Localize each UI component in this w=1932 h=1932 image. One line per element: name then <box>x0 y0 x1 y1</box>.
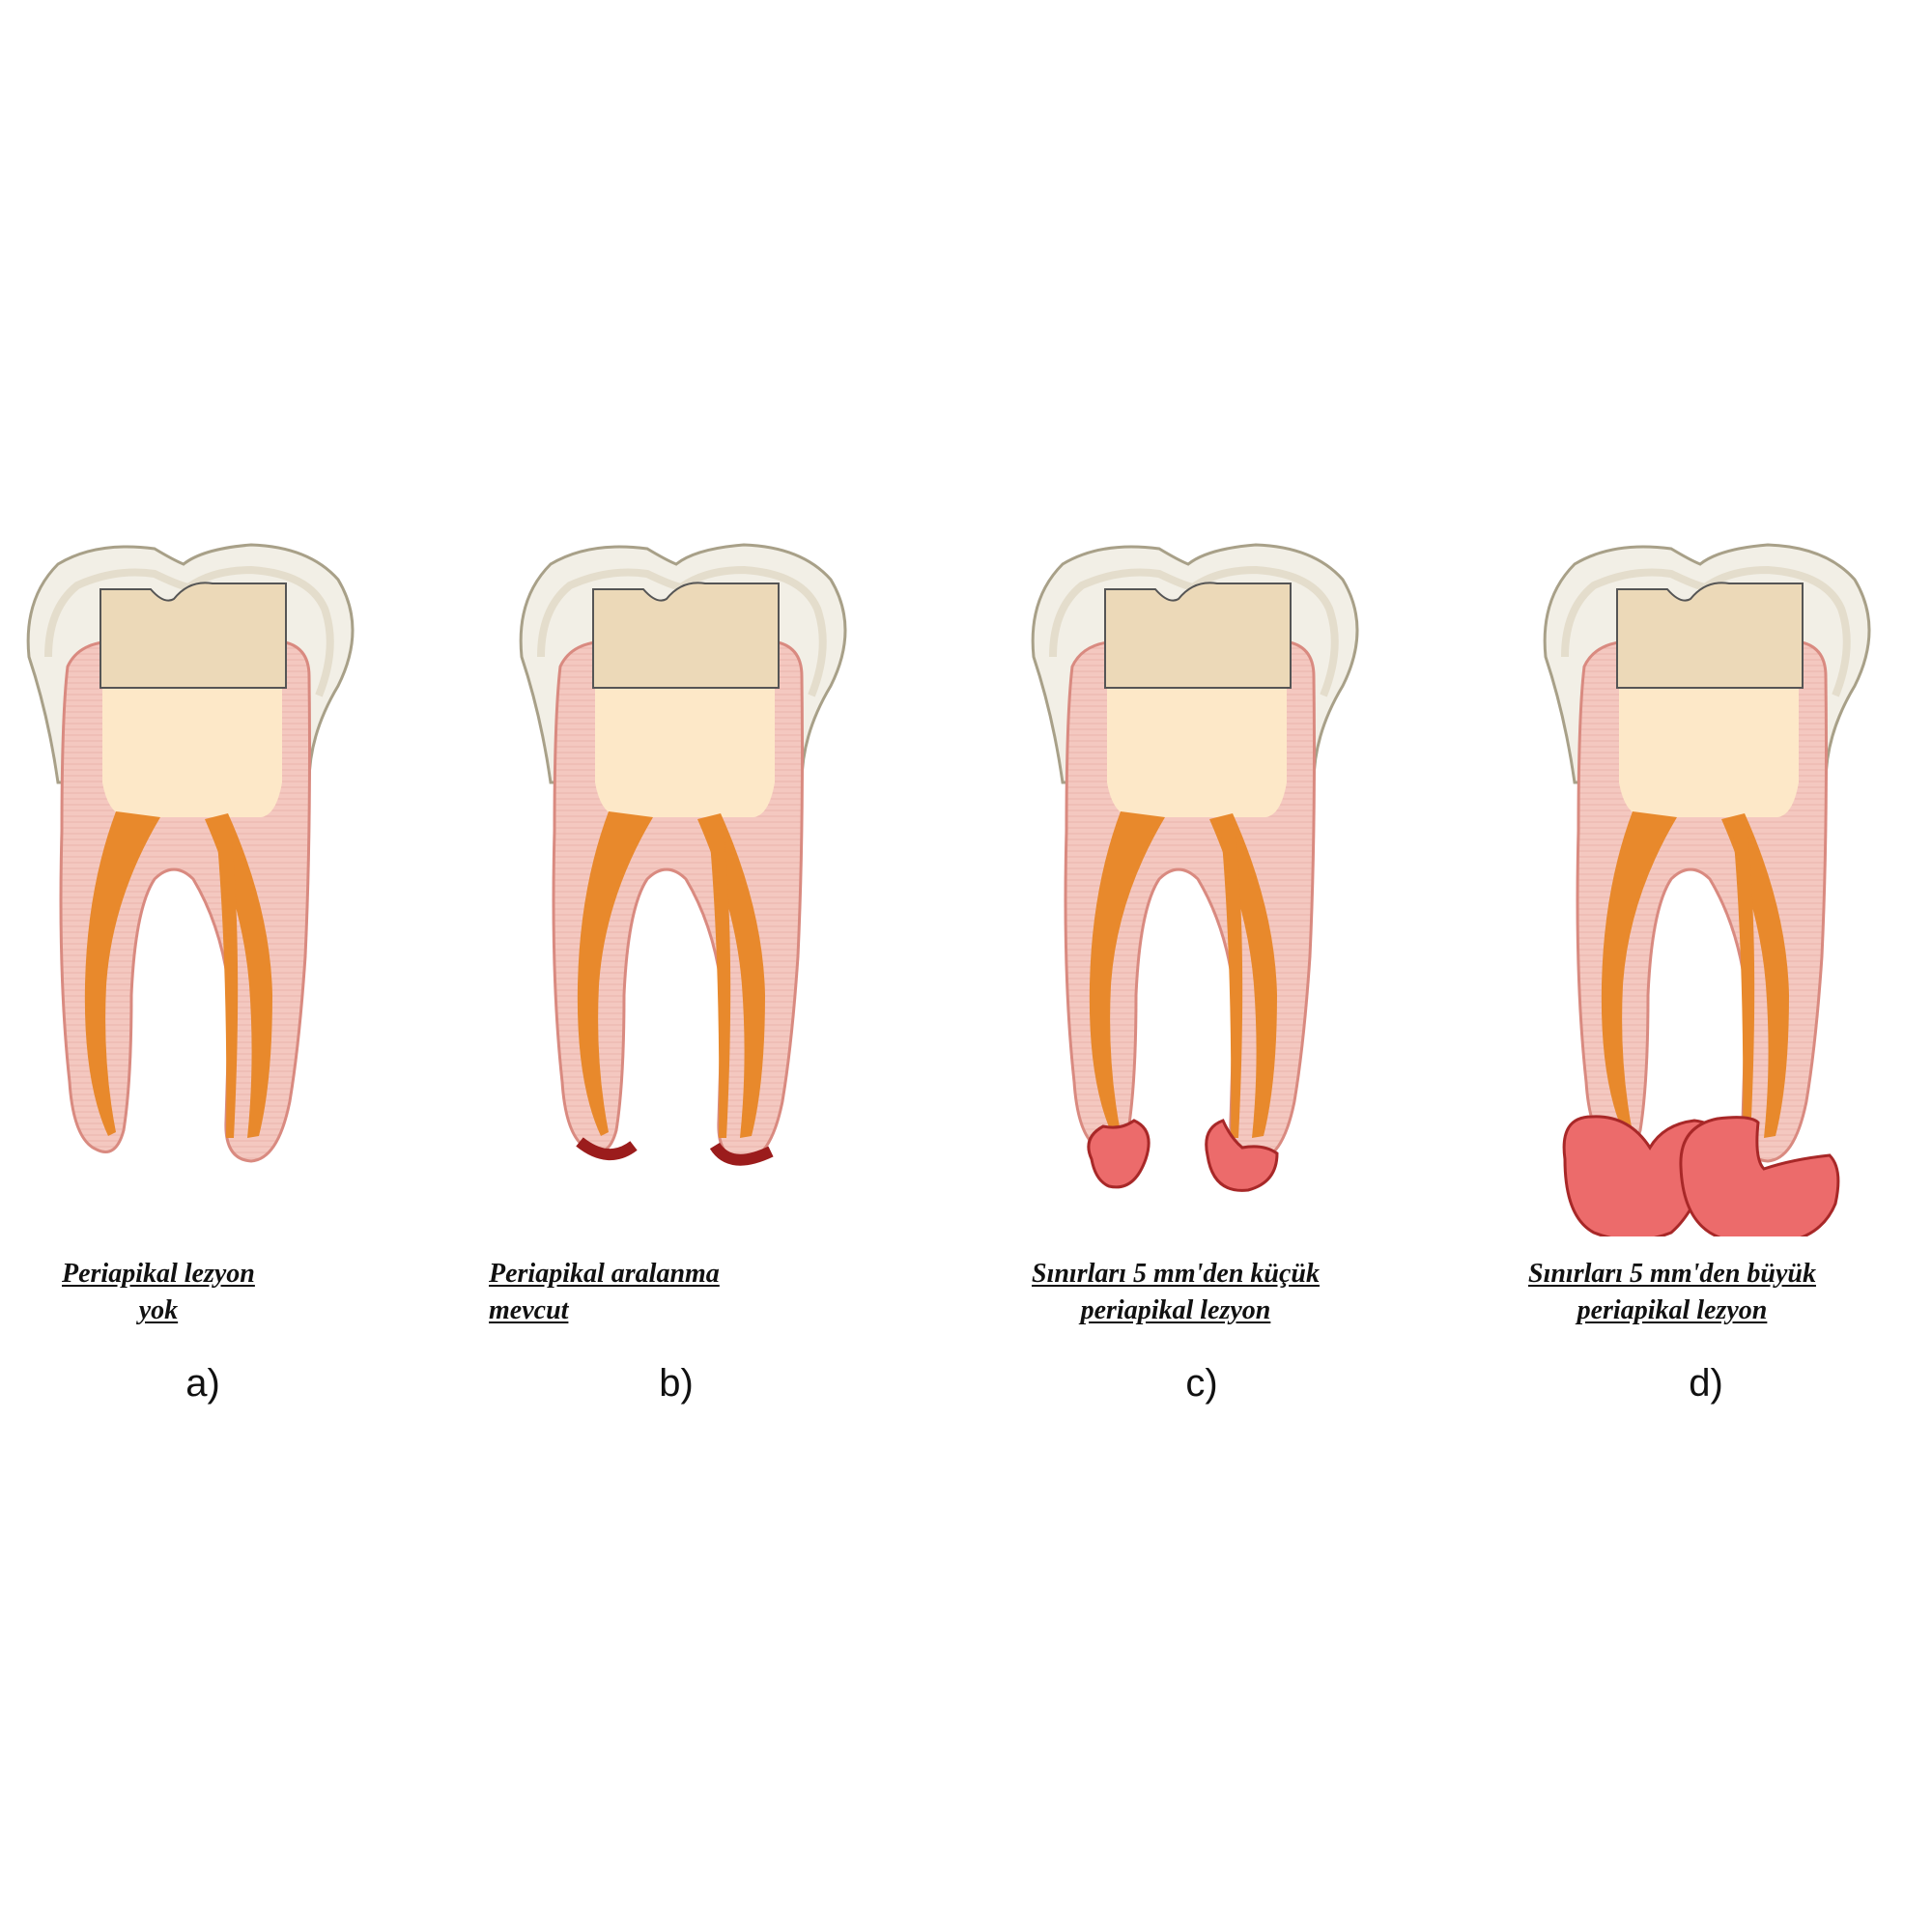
caption-line-1: Sınırları 5 mm'den büyük <box>1528 1259 1816 1289</box>
caption-line-1: Periapikal lezyon <box>62 1259 255 1289</box>
caption: Sınırları 5 mm'den küçük periapikal lezy… <box>1032 1256 1320 1329</box>
caption: Periapikal lezyon yok <box>62 1256 255 1329</box>
panel-letter: c) <box>1185 1362 1218 1405</box>
tooth-illustration <box>1024 541 1507 1192</box>
tooth-illustration <box>512 541 995 1166</box>
panel-letter: d) <box>1689 1362 1723 1405</box>
widening-mark-left <box>576 1137 638 1161</box>
widening-mark-right <box>709 1142 774 1166</box>
small-lesion-left <box>1087 1119 1151 1189</box>
panel-c: Sınırları 5 mm'den küçük periapikal lezy… <box>1024 541 1507 1410</box>
caption-line-2: mevcut <box>489 1295 569 1325</box>
panel-a: Periapikal lezyon yok a) <box>19 541 502 1410</box>
caption: Sınırları 5 mm'den büyük periapikal lezy… <box>1528 1256 1816 1329</box>
caption: Periapikal aralanma mevcut <box>489 1256 720 1329</box>
caption-line-1: Sınırları 5 mm'den küçük <box>1032 1259 1320 1289</box>
small-lesion-right <box>1205 1119 1279 1192</box>
tooth-illustration <box>1536 541 1932 1236</box>
caption-line-2: periapikal lezyon <box>1577 1295 1768 1325</box>
panel-letter: b) <box>659 1362 694 1405</box>
tooth-illustration <box>19 541 502 1236</box>
large-lesion-right <box>1679 1116 1840 1236</box>
caption-line-2: yok <box>138 1295 179 1325</box>
panel-letter: a) <box>185 1362 220 1405</box>
caption-line-1: Periapikal aralanma <box>489 1259 720 1289</box>
panel-b: Periapikal aralanma mevcut b) <box>489 541 995 1410</box>
caption-line-2: periapikal lezyon <box>1080 1295 1271 1325</box>
panel-d: Sınırları 5 mm'den büyük periapikal lezy… <box>1528 541 1932 1410</box>
